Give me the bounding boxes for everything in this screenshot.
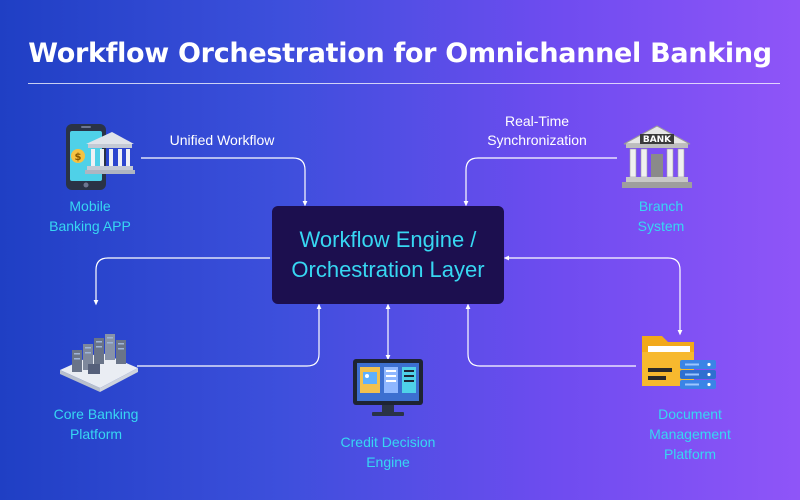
document-folder-icon	[642, 336, 716, 389]
node-label-document-management: Document Management Platform	[620, 404, 760, 464]
connector-engine-core	[93, 257, 270, 306]
node-label-document-line2: Management	[649, 426, 731, 442]
bank-sign-text: BANK	[643, 135, 672, 145]
node-label-core-line1: Core Banking	[53, 406, 139, 422]
title-divider	[28, 83, 780, 84]
node-label-credit-decision: Credit Decision Engine	[318, 432, 458, 472]
node-label-branch-system: Branch System	[601, 196, 721, 236]
connector-core-engine	[137, 303, 322, 367]
connector-document-engine	[465, 303, 636, 367]
node-label-mobile-line2: Banking APP	[49, 218, 131, 234]
node-label-mobile-line1: Mobile	[69, 198, 111, 214]
server-room-icon	[60, 334, 138, 392]
connector-engine-document	[503, 255, 683, 336]
connector-mobile-engine	[141, 157, 308, 207]
flow-label-unified-workflow: Unified Workflow	[169, 132, 275, 148]
flow-label-realtime: Real-Time Synchronization	[472, 112, 602, 150]
connector-branch-engine	[463, 157, 617, 207]
node-label-branch-line1: Branch	[638, 198, 684, 214]
engine-label-line2: Orchestration Layer	[291, 257, 485, 282]
node-label-document-line3: Platform	[663, 446, 717, 462]
orchestration-engine-box: Workflow Engine / Orchestration Layer	[272, 206, 504, 304]
bank-building-icon: BANK	[622, 125, 692, 188]
diagram-title: Workflow Orchestration for Omnichannel B…	[28, 38, 772, 69]
mobile-banking-icon: $	[66, 124, 135, 190]
monitor-dashboard-icon	[353, 359, 423, 416]
flow-label-realtime-line1: Real-Time	[504, 113, 570, 129]
node-label-credit-line1: Credit Decision	[340, 434, 436, 450]
node-label-branch-line2: System	[637, 218, 685, 234]
flow-label-realtime-line2: Synchronization	[487, 132, 587, 148]
engine-label-line1: Workflow Engine /	[299, 227, 477, 252]
node-label-mobile-banking: Mobile Banking APP	[30, 196, 150, 236]
svg-text:$: $	[75, 152, 82, 163]
node-label-credit-line2: Engine	[366, 454, 410, 470]
node-label-core-banking: Core Banking Platform	[36, 404, 156, 444]
node-label-core-line2: Platform	[69, 426, 123, 442]
node-label-document-line1: Document	[658, 406, 722, 422]
